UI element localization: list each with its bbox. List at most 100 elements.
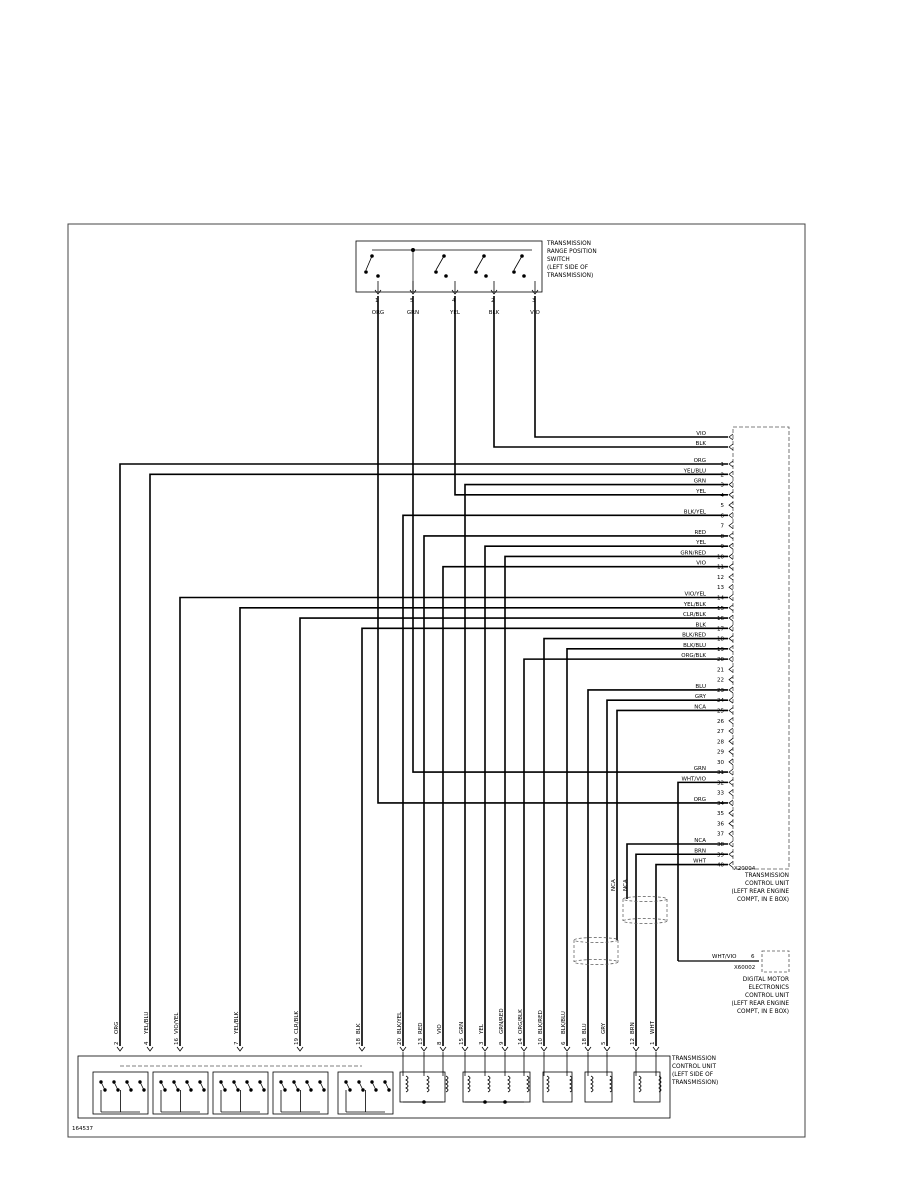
tcu-bottom: 2ORG4YEL/BLU16VIO/YEL7YEL/BLK19CLR/BLK18… <box>77 1008 718 1119</box>
dme-connector-id: X60002 <box>734 965 755 971</box>
solenoid-coil <box>609 1075 613 1093</box>
tcu-pin-number: 37 <box>717 832 724 838</box>
wire <box>655 863 728 1046</box>
tcu-pin-number: 25 <box>717 708 724 714</box>
solenoid-coil <box>569 1075 573 1093</box>
tcu-bottom-pin-number: 1 <box>650 1042 656 1046</box>
tcu-pin-arrow <box>728 635 734 642</box>
tcu-bottom-wire-color: BLK/BLU <box>561 1011 567 1034</box>
tcu-top-wire-arrow <box>728 443 734 451</box>
tcu-bottom-wire-color: YEL/BLU <box>144 1012 150 1035</box>
tcu-wire-color: ORG <box>694 797 706 803</box>
tcu-wire-color: NCA <box>694 704 706 710</box>
tcu-pin-arrow <box>728 850 734 858</box>
tcu-pin-arrow <box>728 686 734 694</box>
tcu-bottom-pin-arrow <box>632 1046 640 1052</box>
tcu-wire-color: BLK/RED <box>682 633 706 639</box>
tcu-pin-number: 7 <box>721 524 725 530</box>
tcu-wire-color: BRN <box>694 848 706 854</box>
wire <box>484 545 728 1046</box>
figure-id: 164537 <box>72 1126 93 1132</box>
solenoid-coil <box>467 1075 471 1093</box>
tcu-wire-color: BLU <box>695 684 706 690</box>
range-switch-caption-5: TRANSMISSION) <box>546 273 593 279</box>
range-switch-pin-arrow <box>490 289 498 295</box>
tcu-pin-arrow <box>728 553 734 560</box>
range-switch-pin-number: 1 <box>375 298 379 304</box>
tcu-bottom-wire-color: YEL <box>479 1023 485 1035</box>
tcu-pin-number: 30 <box>717 760 724 766</box>
wires <box>119 296 728 1046</box>
tcu-bottom-wire-color: BLK/YEL <box>397 1011 403 1034</box>
tcu-bottom-pin-number: 14 <box>518 1038 524 1045</box>
tcu-bottom-wire-color: ORG/BLK <box>518 1009 524 1034</box>
wire <box>423 535 728 1046</box>
wire <box>543 637 728 1046</box>
dme-caption-1: DIGITAL MOTOR <box>743 977 789 983</box>
range-switch-pin-arrow <box>451 289 459 295</box>
tcu-bottom-pin-number: 9 <box>499 1041 505 1045</box>
solenoid-coil <box>526 1075 530 1093</box>
wire <box>566 648 728 1046</box>
solenoid-coil <box>426 1075 430 1093</box>
tcu-pin-arrow <box>728 820 734 827</box>
wire <box>442 565 728 1046</box>
tcu-pin-number: 9 <box>721 544 725 550</box>
tcu-pin-arrow <box>728 491 734 499</box>
tcu-pin-arrow <box>728 542 734 550</box>
tcu-pin-arrow <box>728 532 734 540</box>
tcu-bottom-wire-color: WHT <box>650 1020 656 1034</box>
tcu-pin-number: 3 <box>721 483 725 489</box>
dme-box <box>761 950 790 973</box>
tcu-pin-arrow <box>728 645 734 653</box>
tcu-bottom-pin-arrow <box>461 1046 469 1052</box>
tcu-wire-color: GRN <box>694 766 706 772</box>
range-switch-pin-number: 5 <box>410 298 414 304</box>
tcu-pin-number: 31 <box>717 770 724 776</box>
tcu-bottom-pin-number: 18 <box>582 1038 588 1045</box>
solenoid-coil <box>405 1075 409 1093</box>
tcu-pin-number: 34 <box>717 801 724 807</box>
dme-caption-5: COMPT, IN E BOX) <box>737 1009 789 1015</box>
tcu-bottom-pin-arrow <box>358 1046 366 1052</box>
tcu-pin-arrow <box>728 470 734 478</box>
tcu-pin-arrow <box>728 738 734 745</box>
tcu-bottom-caption-1: TRANSMISSION <box>671 1056 716 1062</box>
solenoid-block <box>584 1071 613 1103</box>
tcu-bottom-wire-color: BRN <box>630 1022 636 1034</box>
tcu-wire-color: VIO <box>696 561 706 567</box>
wire <box>179 596 728 1046</box>
tcu-pin-arrow <box>728 501 734 509</box>
tcu-pin-number: 21 <box>717 667 724 673</box>
tcu-bottom-pin-arrow <box>399 1046 407 1052</box>
tcu-top-wire-color: VIO <box>696 431 706 437</box>
tcu-pin-number: 10 <box>717 554 724 560</box>
tcu-pin-number: 40 <box>717 863 724 869</box>
tcu-bottom-pin-arrow <box>563 1046 571 1052</box>
tcu-pin-number: 32 <box>717 780 724 786</box>
dme-connector: WHT/VIO 6 X60002 DIGITAL MOTOR ELECTRONI… <box>678 950 790 1015</box>
tcu-wire-color: ORG/BLK <box>681 653 706 659</box>
wire <box>377 296 728 804</box>
tcu-bottom-pin-arrow <box>501 1046 509 1052</box>
tcu-pin-arrow <box>728 460 734 468</box>
wire <box>635 853 728 1046</box>
tcu-bottom-wire-color: BLU <box>582 1023 588 1034</box>
tcu-bottom-pin-number: 15 <box>459 1038 465 1045</box>
tcu-bottom-pin-arrow <box>116 1046 124 1052</box>
tcu-wire-color: WHT/VIO <box>681 776 706 782</box>
tcu-pin-arrow <box>728 676 734 683</box>
tcu-bottom-pin-number: 12 <box>630 1038 636 1045</box>
wire <box>149 473 728 1046</box>
tcu-bottom-wire-color: GRN <box>459 1022 465 1034</box>
tcu-bottom-wire-color: VIO/YEL <box>174 1012 180 1034</box>
tcu-pin-arrow <box>728 583 734 591</box>
dme-caption-3: CONTROL UNIT <box>745 993 789 999</box>
tcu-wire-color: YEL <box>695 489 707 495</box>
tcu-pin-arrow <box>728 768 734 776</box>
tcu-bottom-pin-arrow <box>176 1046 184 1052</box>
tcu-top-wire-color: BLK <box>696 441 707 447</box>
tcu-pin-number: 13 <box>717 585 724 591</box>
tcu-pin-number: 6 <box>721 513 725 519</box>
tcu-wire-color: YEL <box>695 540 707 546</box>
